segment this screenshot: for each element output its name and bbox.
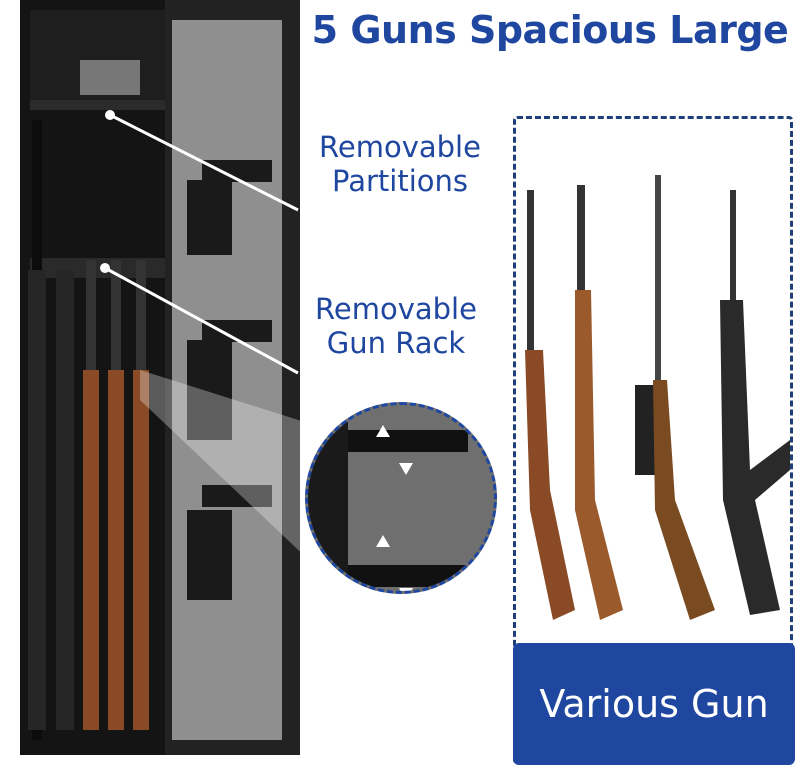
rifle-4 [720, 190, 790, 615]
rifle-2 [575, 185, 623, 620]
removable-partitions-callout: Removable Partitions [319, 130, 481, 198]
various-gun-banner: Various Gun [513, 643, 795, 765]
rifle-3 [635, 175, 715, 620]
pistol-holsters-illustration [187, 160, 272, 600]
rifles-illustration [525, 175, 790, 620]
removable-gun-rack-callout: Removable Gun Rack [315, 292, 477, 360]
safe-interior-illustration [28, 10, 165, 740]
rifle-1 [525, 190, 575, 620]
door-felt-lining [172, 20, 282, 740]
safe-cabinet [20, 0, 172, 755]
gun-rack-zoom-inset [305, 402, 497, 594]
rack-detail-illustration [308, 405, 468, 591]
headline: 5 Guns Spacious Large [311, 8, 789, 52]
